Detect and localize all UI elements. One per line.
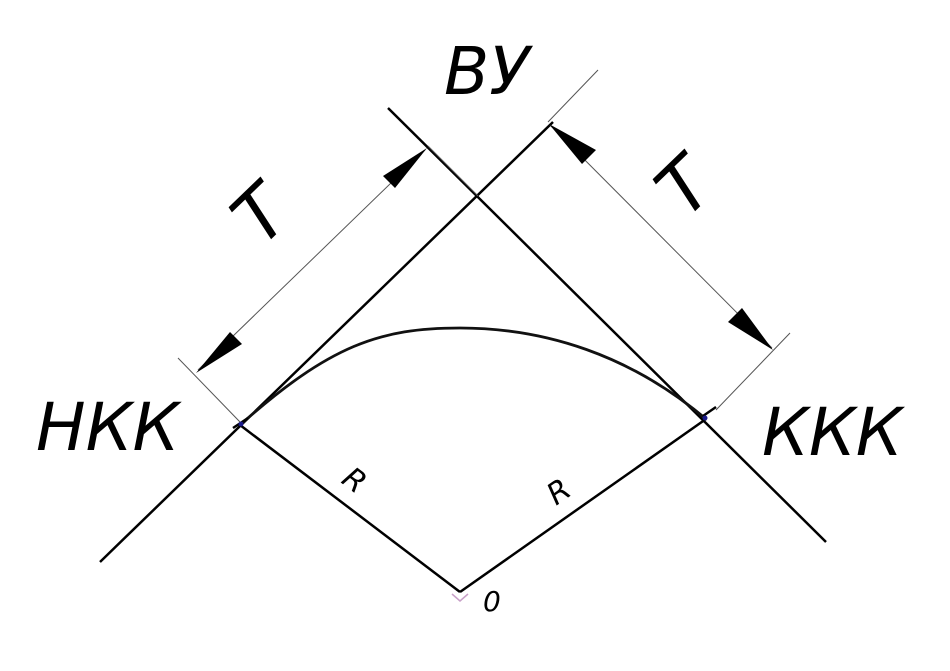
curve-end-point xyxy=(702,415,708,421)
vertex-label: ВУ xyxy=(444,33,533,110)
tangent-right-arrow-bottom xyxy=(728,308,773,350)
center-mark xyxy=(451,593,469,602)
curve-start-point xyxy=(238,421,244,427)
center-label: 0 xyxy=(483,585,501,618)
tangent-right-extension-end xyxy=(715,332,791,411)
radius-line-right xyxy=(459,417,707,594)
tangent-left-label: T xyxy=(215,166,309,260)
tangent-line-right xyxy=(387,107,827,543)
curve-end-label: ККК xyxy=(762,394,906,471)
circular-curve xyxy=(239,326,707,427)
tangent-left-extension-start xyxy=(177,357,241,423)
radius-left-label: R xyxy=(335,460,373,501)
tangent-left-arrow-top xyxy=(383,148,427,188)
tangent-right-label: T xyxy=(639,138,733,232)
radius-line-left xyxy=(239,424,461,593)
radius-right-label: R xyxy=(541,472,578,513)
tangent-right-extension-start xyxy=(547,69,599,123)
tangent-left-arrow-bottom xyxy=(196,332,242,373)
tangent-right-dimension-line xyxy=(549,124,773,349)
tangent-line-left xyxy=(99,121,554,563)
curve-start-label: НКК xyxy=(36,389,182,466)
tangent-right-arrow-top xyxy=(549,124,596,164)
tangent-left-dimension-line xyxy=(197,149,426,371)
curve-end-mark xyxy=(702,405,717,418)
tangent-left-extension-end xyxy=(427,145,479,197)
